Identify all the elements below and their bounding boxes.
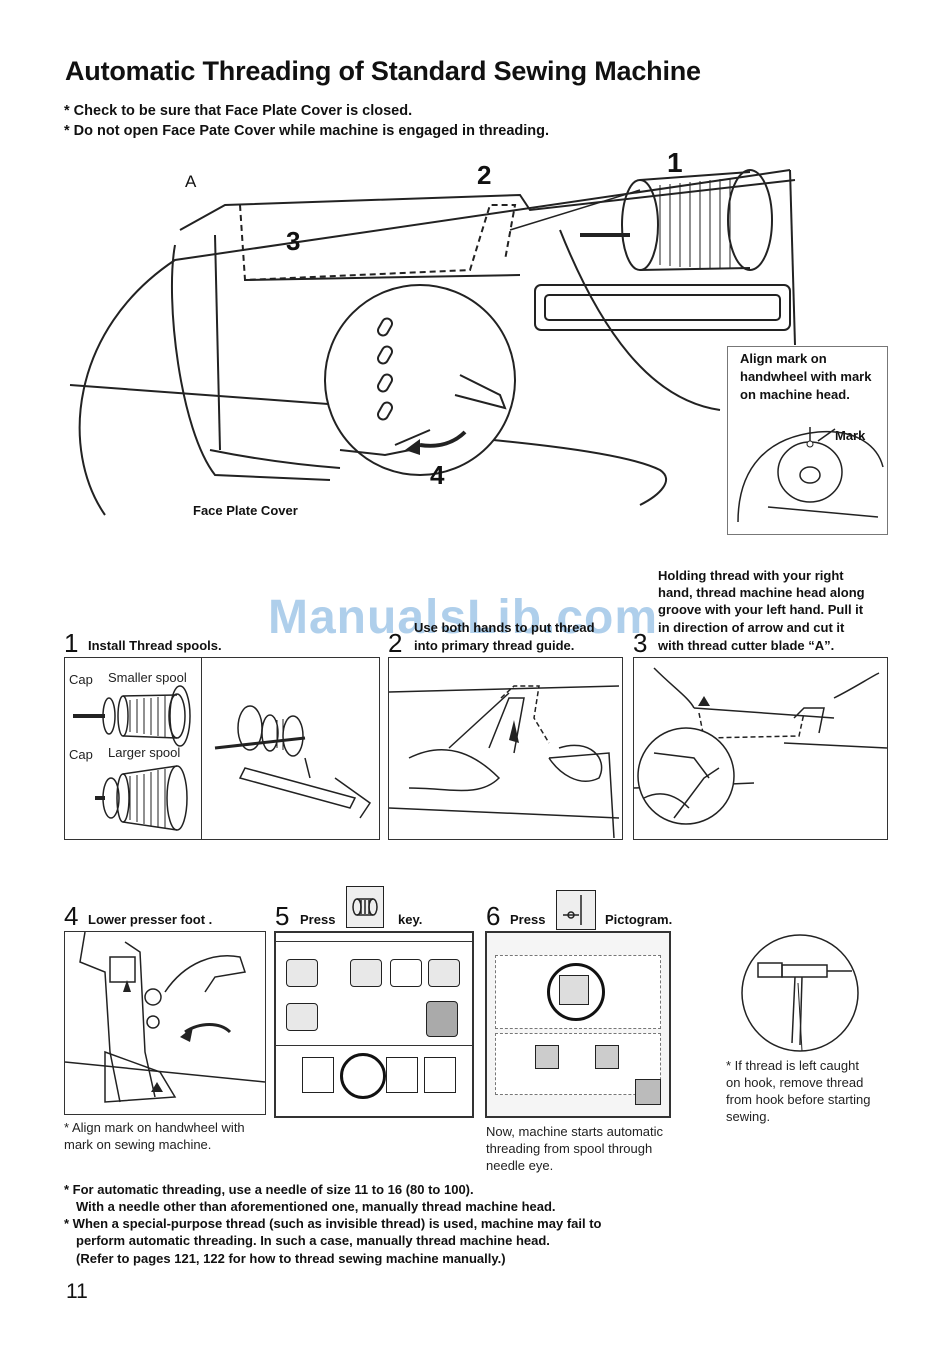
step3-caption-line2: hand, thread machine head along — [658, 585, 865, 600]
spools-drawing — [73, 685, 372, 831]
step3-number: 3 — [633, 628, 648, 658]
inset-caption-line3: on machine head. — [740, 387, 850, 402]
step4-label: Lower presser foot . — [88, 912, 213, 927]
step1-number: 1 — [64, 628, 79, 658]
hook-illustration — [741, 934, 859, 1052]
smaller-spool-label: Smaller spool — [108, 670, 187, 685]
step2-label: into primary thread guide. — [414, 638, 575, 653]
step3-caption-line3: groove with your left hand. Pull it — [658, 602, 864, 617]
bobbin-down-pictogram[interactable] — [595, 1045, 619, 1069]
step3-figure: A — [633, 657, 888, 840]
step1-figure: Cap Smaller spool Cap Larger spool — [64, 657, 380, 840]
presser-foot-drawing — [64, 931, 266, 1103]
handwheel-inset: Align mark on handwheel with mark on mac… — [727, 346, 888, 535]
needle-threading-pictogram[interactable] — [559, 975, 589, 1005]
bobbin-icon-button[interactable] — [386, 1057, 418, 1093]
machine-head-illustration — [69, 169, 796, 516]
hand-icon-button[interactable] — [302, 1057, 334, 1093]
step6-note-line3: needle eye. — [486, 1158, 554, 1173]
step4-figure — [64, 931, 266, 1115]
step6-screen — [485, 931, 671, 1118]
callout-2: 2 — [477, 160, 492, 190]
inset-caption-line2: handwheel with mark — [740, 369, 872, 384]
page-number: 11 — [66, 1280, 88, 1303]
note-do-not-open: * Do not open Face Pate Cover while mach… — [64, 123, 550, 139]
close-pictogram-button[interactable] — [635, 1079, 661, 1105]
step3-caption-line4: in direction of arrow and cut it — [658, 620, 845, 635]
footer-note-3: * When a special-purpose thread (such as… — [64, 1216, 602, 1231]
pictogram-highlight[interactable] — [547, 963, 605, 1021]
note-face-plate-closed: * Check to be sure that Face Plate Cover… — [64, 103, 413, 119]
callout-3: 3 — [286, 226, 301, 256]
cap-label-2: Cap — [69, 747, 93, 762]
threading-pictogram-icon — [556, 890, 596, 930]
footer-note-1: * For automatic threading, use a needle … — [64, 1182, 474, 1197]
step6-number: 6 — [486, 901, 501, 931]
hook-note-line2: on hook, remove thread — [726, 1075, 864, 1090]
cutter-drawing — [633, 667, 888, 825]
step4-note-line1: * Align mark on handwheel with — [64, 1120, 245, 1135]
footer-note-4: perform automatic threading. In such a c… — [76, 1233, 550, 1248]
step3-label: with thread cutter blade “A”. — [658, 638, 835, 653]
pictogram-panel-bottom — [495, 1033, 661, 1095]
minus-button[interactable] — [350, 959, 382, 987]
step6-pictogram: Pictogram. — [605, 912, 673, 927]
page-title: Automatic Threading of Standard Sewing M… — [65, 56, 701, 86]
plus-button-3[interactable] — [286, 1003, 318, 1031]
bobbin-up-pictogram[interactable] — [535, 1045, 559, 1069]
threading-key-icon — [346, 886, 384, 928]
step4-number: 4 — [64, 901, 79, 931]
watermark: ManualsLib.com — [268, 591, 659, 644]
primary-guide-drawing — [388, 685, 620, 839]
step6-note-line1: Now, machine starts automatic — [486, 1124, 664, 1139]
face-plate-cover-label: Face Plate Cover — [193, 503, 298, 518]
step5-key: key. — [398, 912, 423, 927]
step1-label: Install Thread spools. — [88, 638, 222, 653]
callout-4: 4 — [430, 460, 445, 490]
inset-caption-line1: Align mark on — [740, 351, 827, 366]
step5-number: 5 — [275, 901, 290, 931]
hook-note-line4: sewing. — [726, 1109, 771, 1124]
threading-key-highlight[interactable] — [340, 1053, 386, 1099]
plus-button-1[interactable] — [286, 959, 318, 987]
step6-note-line2: threading from spool through — [486, 1141, 653, 1156]
larger-spool-label: Larger spool — [108, 745, 181, 760]
cap-label-1: Cap — [69, 672, 93, 687]
step4-note-line2: mark on sewing machine. — [64, 1137, 212, 1152]
step5-press: Press — [300, 912, 336, 927]
footer-note-2: With a needle other than aforementioned … — [76, 1199, 556, 1214]
step2-number: 2 — [388, 628, 403, 658]
flower-icon-button[interactable] — [424, 1057, 456, 1093]
footer-note-5: (Refer to pages 121, 122 for how to thre… — [76, 1251, 506, 1266]
plus-button-2[interactable] — [428, 959, 460, 987]
label-a: A — [185, 172, 197, 191]
step5-screen — [274, 931, 474, 1118]
stitch-width-display — [390, 959, 422, 987]
step6-press: Press — [510, 912, 546, 927]
hook-note-line3: from hook before starting — [726, 1092, 871, 1107]
hook-note-line1: * If thread is left caught — [726, 1058, 859, 1073]
step1-divider — [201, 658, 202, 839]
step2-label-top: Use both hands to put thread — [414, 620, 595, 635]
abc-button[interactable] — [426, 1001, 458, 1037]
handwheel-drawing — [737, 427, 884, 523]
callout-1: 1 — [667, 147, 683, 178]
step2-figure — [388, 657, 623, 840]
step3-caption-line1: Holding thread with your right — [658, 568, 844, 583]
